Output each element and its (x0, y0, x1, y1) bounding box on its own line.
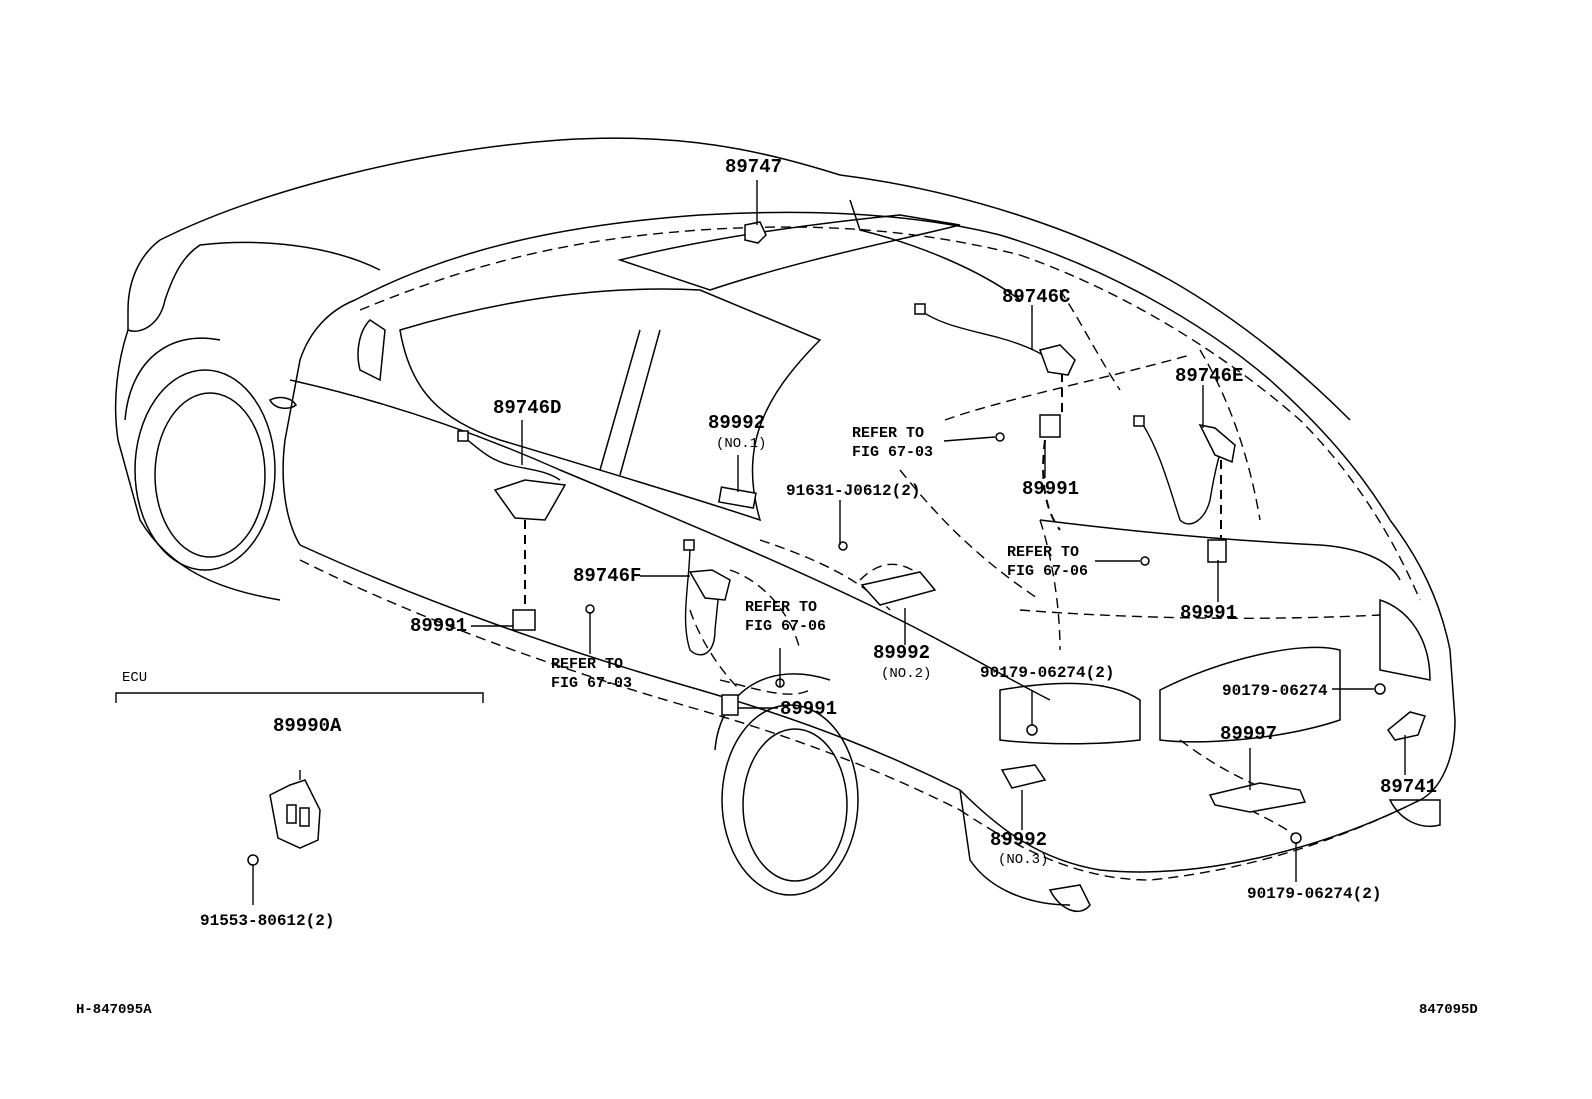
label-89992-no1-sub: (NO.1) (716, 436, 767, 452)
part-89746c-harness (914, 303, 1076, 376)
refer-note-line2: FIG 67-03 (852, 444, 934, 461)
diagram-code-right: 847095D (1419, 1002, 1478, 1018)
label-89992-no2-sub: (NO.2) (881, 666, 932, 682)
front-wheel (124, 337, 276, 571)
part-89991-sensors (512, 414, 1227, 716)
label-89741: 89741 (1380, 776, 1438, 798)
label-89991-lower: 89991 (780, 698, 838, 720)
ecu-bracket-line (115, 692, 484, 703)
refer-note-line2: FIG 67-06 (1007, 563, 1089, 580)
part-89747-shape (744, 221, 767, 244)
fasteners (247, 432, 1386, 866)
part-89992-no2-shape (860, 571, 937, 606)
label-89746c: 89746C (1002, 286, 1071, 308)
part-89992-no3-shape (1000, 764, 1047, 789)
label-89997: 89997 (1220, 723, 1278, 745)
label-89991-right: 89991 (1180, 602, 1238, 624)
refer-note-fig-67-03-upper: REFER TO FIG 67-03 (852, 424, 933, 462)
label-89992-no2: 89992 (873, 642, 931, 664)
refer-note-fig-67-06-right: REFER TO FIG 67-06 (1007, 543, 1088, 581)
part-89741-shape (1386, 711, 1426, 741)
ecu-module-shape (269, 770, 321, 849)
part-89992-no1-shape (718, 486, 757, 509)
refer-note-line2: FIG 67-03 (551, 675, 633, 692)
part-89746f-harness (683, 539, 731, 656)
label-89991-upper: 89991 (1022, 478, 1080, 500)
rear-wheel (714, 673, 859, 896)
refer-note-line1: REFER TO (1007, 544, 1080, 561)
part-89997-bracket (1208, 782, 1307, 813)
label-89746f: 89746F (573, 565, 642, 587)
label-89747: 89747 (725, 156, 783, 178)
refer-note-fig-67-06-center: REFER TO FIG 67-06 (745, 598, 826, 636)
label-89992-no1: 89992 (708, 412, 766, 434)
label-89991-left: 89991 (410, 615, 468, 637)
label-91631: 91631-J0612(2) (786, 482, 921, 500)
label-90179-lower: 90179-06274(2) (1247, 885, 1382, 903)
label-89746e: 89746E (1175, 365, 1244, 387)
label-90179-right: 90179-06274 (1222, 682, 1328, 700)
diagram-code-left: H-847095A (76, 1002, 152, 1018)
ecu-group-title: ECU (122, 670, 148, 686)
refer-note-line1: REFER TO (551, 656, 624, 673)
part-89746d-harness (457, 430, 567, 521)
label-89746d: 89746D (493, 397, 562, 419)
label-91553: 91553-80612(2) (200, 912, 335, 930)
label-89990a: 89990A (273, 715, 342, 737)
label-89992-no3: 89992 (990, 829, 1048, 851)
leader-lines (252, 180, 1406, 905)
label-89992-no3-sub: (NO.3) (998, 852, 1049, 868)
car-body-outline (114, 137, 1456, 912)
part-89746e-harness (1133, 415, 1236, 525)
refer-note-line1: REFER TO (852, 425, 925, 442)
refer-note-fig-67-03-left: REFER TO FIG 67-03 (551, 655, 632, 693)
label-90179-upper: 90179-06274(2) (980, 664, 1115, 682)
refer-note-line2: FIG 67-06 (745, 618, 827, 635)
refer-note-line1: REFER TO (745, 599, 818, 616)
harness-dashed-routes (299, 226, 1421, 881)
